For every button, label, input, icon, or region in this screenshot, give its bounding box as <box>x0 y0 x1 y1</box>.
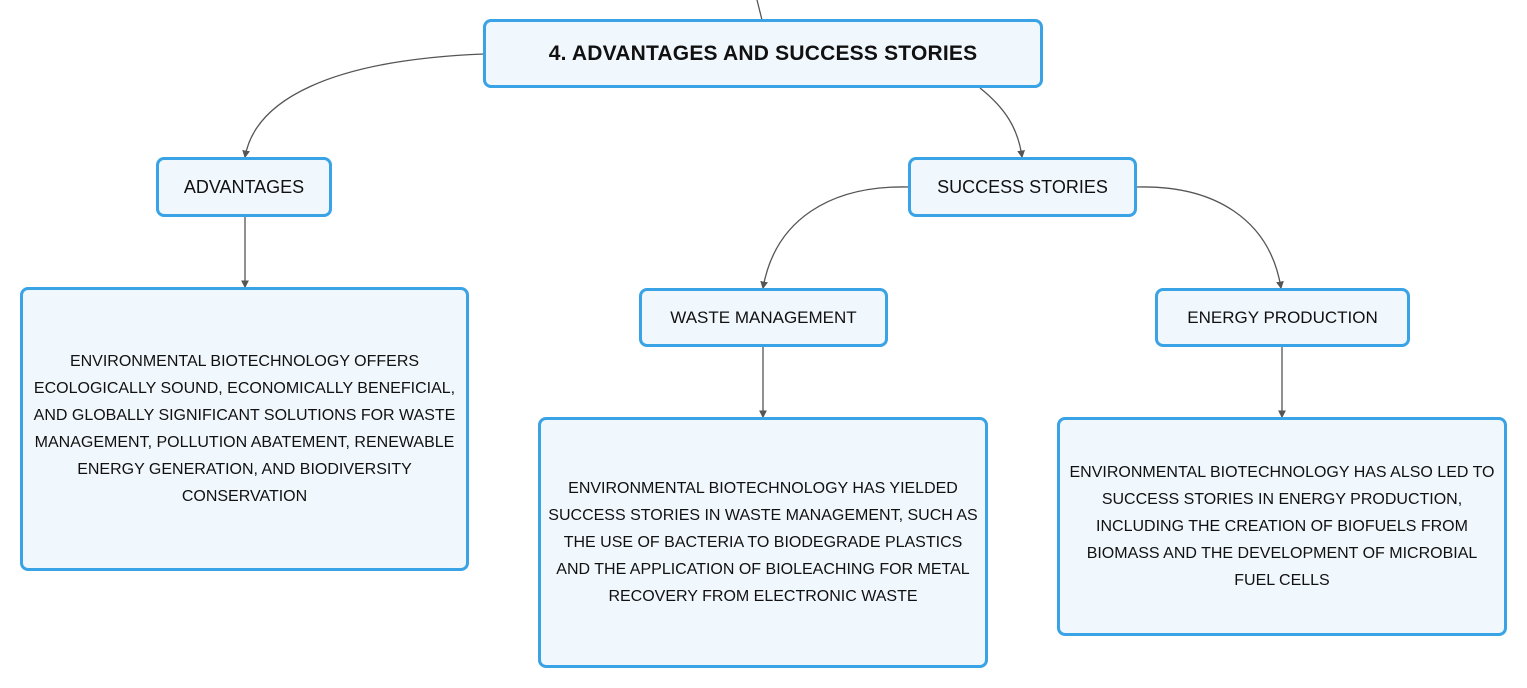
node-energy-production-description[interactable]: ENVIRONMENTAL BIOTECHNOLOGY HAS ALSO LED… <box>1057 417 1507 636</box>
node-main-topic[interactable]: 4. ADVANTAGES AND SUCCESS STORIES <box>483 19 1043 88</box>
node-energy-production-label: ENERGY PRODUCTION <box>1187 307 1378 327</box>
node-advantages-description-text: ENVIRONMENTAL BIOTECHNOLOGY OFFERS ECOLO… <box>33 353 456 505</box>
connector-success-stories-to-waste-management <box>760 186 910 290</box>
node-energy-production-description-text: ENVIRONMENTAL BIOTECHNOLOGY HAS ALSO LED… <box>1069 464 1495 589</box>
node-waste-management-description[interactable]: ENVIRONMENTAL BIOTECHNOLOGY HAS YIELDED … <box>538 417 988 668</box>
node-advantages[interactable]: ADVANTAGES <box>156 157 332 217</box>
node-waste-management[interactable]: WASTE MANAGEMENT <box>639 288 888 347</box>
connector-main-to-success-stories <box>979 87 1025 159</box>
connector-success-stories-to-energy-production <box>1136 186 1284 290</box>
node-success-stories[interactable]: SUCCESS STORIES <box>908 157 1137 217</box>
node-waste-management-label: WASTE MANAGEMENT <box>670 307 857 327</box>
node-waste-management-description-text: ENVIRONMENTAL BIOTECHNOLOGY HAS YIELDED … <box>548 480 978 605</box>
node-success-stories-label: SUCCESS STORIES <box>937 176 1108 197</box>
node-advantages-description[interactable]: ENVIRONMENTAL BIOTECHNOLOGY OFFERS ECOLO… <box>20 287 469 571</box>
node-energy-production[interactable]: ENERGY PRODUCTION <box>1155 288 1410 347</box>
node-main-topic-label: 4. ADVANTAGES AND SUCCESS STORIES <box>548 41 978 65</box>
connector-main-to-advantages <box>242 53 485 159</box>
node-advantages-label: ADVANTAGES <box>183 176 305 197</box>
connector-parent-to-main <box>756 0 763 21</box>
